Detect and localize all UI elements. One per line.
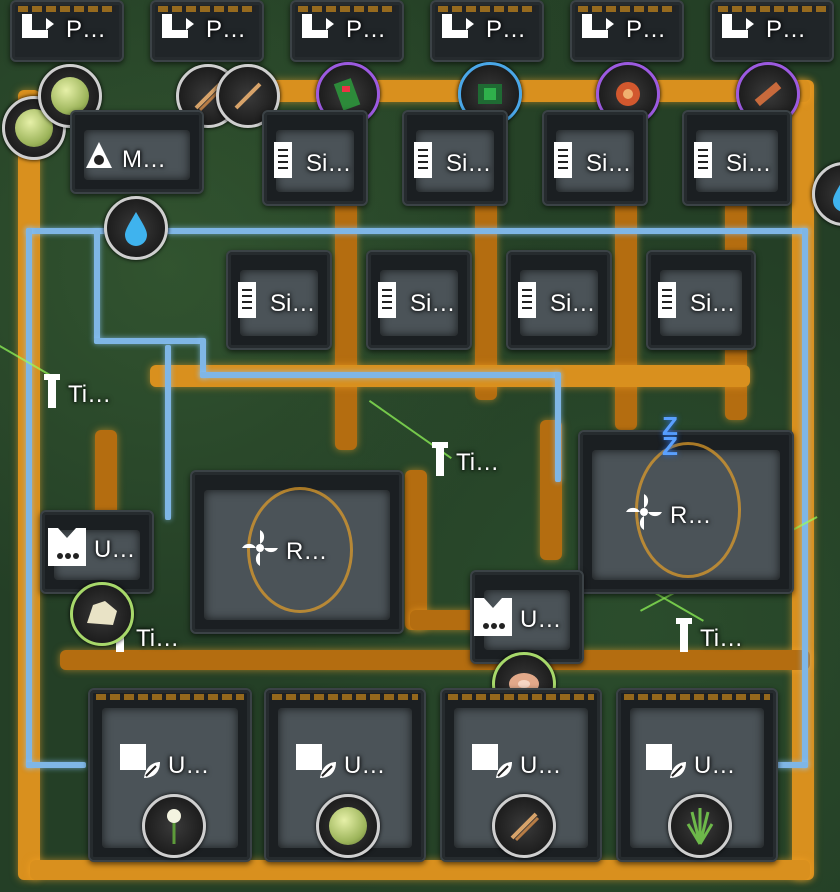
pipe-top: [26, 228, 808, 234]
refinery-building-left[interactable]: [190, 470, 404, 634]
refinery-ring: [247, 487, 353, 613]
chip-resource-icon: [478, 84, 502, 104]
fan-icon: [624, 492, 664, 539]
silo-label: Si…: [652, 280, 735, 327]
silo-icon: [408, 140, 440, 187]
stick-resource-icon: [510, 812, 540, 842]
flower-resource-icon: [167, 809, 181, 844]
top-building-label: P…: [720, 10, 806, 49]
tile-label: Ti…: [674, 616, 743, 661]
unloader-icon: [46, 524, 88, 575]
pipe-bottom-left: [26, 762, 86, 768]
pipe-left: [26, 228, 32, 768]
belt-col-1: [335, 200, 357, 450]
circuit-resource-icon: [333, 78, 361, 111]
planter-label: U…: [294, 742, 385, 789]
belt-outer-top: [240, 80, 810, 102]
belt-loop-center: [405, 470, 427, 630]
silo-label: Si…: [548, 140, 631, 187]
tile-icon: [674, 616, 694, 661]
plant-input-icon: [440, 10, 480, 49]
silo-label: Si…: [688, 140, 771, 187]
pump-icon: [82, 140, 116, 179]
silo-label: Si…: [372, 280, 455, 327]
water-drop-icon: [833, 184, 840, 212]
silo-label: Si…: [268, 140, 351, 187]
tube-resource-icon: [754, 81, 782, 107]
planter-icon: [118, 742, 162, 789]
top-building-label: P…: [440, 10, 526, 49]
resource-icon[interactable]: [492, 794, 556, 858]
silo-label: Si…: [512, 280, 595, 327]
water-resource[interactable]: [104, 196, 168, 260]
refinery-label-right: R…: [624, 492, 711, 539]
tile-label: Ti…: [42, 372, 111, 417]
gear-resource-icon: [616, 82, 640, 106]
top-building-label: P…: [580, 10, 666, 49]
belt-outer-bottom: [30, 860, 810, 880]
resource-icon[interactable]: [38, 64, 102, 128]
planter-building[interactable]: [616, 688, 778, 862]
planter-icon: [470, 742, 514, 789]
tile-icon: [430, 440, 450, 485]
resource-icon[interactable]: [142, 794, 206, 858]
fan-icon: [240, 528, 280, 575]
planter-label: U…: [118, 742, 209, 789]
silo-icon: [232, 280, 264, 327]
plant-input-icon: [300, 10, 340, 49]
refinery-label-left: R…: [240, 528, 327, 575]
sleep-indicator: Z Z: [662, 411, 678, 461]
belt-col-3: [615, 200, 637, 430]
tile-label: Ti…: [430, 440, 499, 485]
silo-building[interactable]: [226, 250, 332, 350]
belt-bottom-feeder: [60, 650, 810, 670]
pipe-inner-vertical: [94, 230, 100, 340]
unloader-icon: [472, 594, 514, 645]
silo-label: Si…: [232, 280, 315, 327]
top-building[interactable]: [710, 0, 834, 62]
pump-label: M…: [82, 140, 166, 179]
rock-resource-icon: [87, 601, 117, 625]
water-drop-icon: [125, 212, 147, 246]
plant-resource-icon: [329, 807, 367, 845]
plant-resource-icon: [51, 77, 89, 115]
silo-icon: [652, 280, 684, 327]
stick-resource-icon: [234, 82, 262, 110]
grass-resource-icon: [686, 808, 714, 845]
pipe-mid-down: [555, 372, 561, 482]
pipe-left-down: [165, 345, 171, 520]
resource-icon[interactable]: [70, 582, 134, 646]
top-building-label: P…: [300, 10, 386, 49]
pipe-inner-horizontal: [94, 338, 204, 344]
belt-col-2: [475, 200, 497, 400]
planter-icon: [644, 742, 688, 789]
silo-icon: [372, 280, 404, 327]
plant-input-icon: [580, 10, 620, 49]
refinery-building-right[interactable]: [578, 430, 794, 594]
pipe-inner-down: [200, 338, 206, 378]
water-resource[interactable]: [812, 162, 840, 226]
pipe-right: [802, 228, 808, 768]
pipe-mid-horizontal: [200, 372, 560, 378]
planter-icon: [294, 742, 338, 789]
resource-icon[interactable]: [316, 794, 380, 858]
tile-icon: [42, 372, 62, 417]
resource-icon[interactable]: [668, 794, 732, 858]
plant-input-icon: [20, 10, 60, 49]
silo-icon: [548, 140, 580, 187]
silo-label: Si…: [408, 140, 491, 187]
silo-icon: [688, 140, 720, 187]
unloader-label: U…: [472, 594, 561, 645]
unloader-label: U…: [46, 524, 135, 575]
top-building-label: P…: [20, 10, 106, 49]
plant-input-icon: [160, 10, 200, 49]
planter-label: U…: [470, 742, 561, 789]
top-building-label: P…: [160, 10, 246, 49]
plant-input-icon: [720, 10, 760, 49]
silo-icon: [268, 140, 300, 187]
silo-icon: [512, 280, 544, 327]
planter-label: U…: [644, 742, 735, 789]
pipe-bottom-right: [760, 762, 808, 768]
